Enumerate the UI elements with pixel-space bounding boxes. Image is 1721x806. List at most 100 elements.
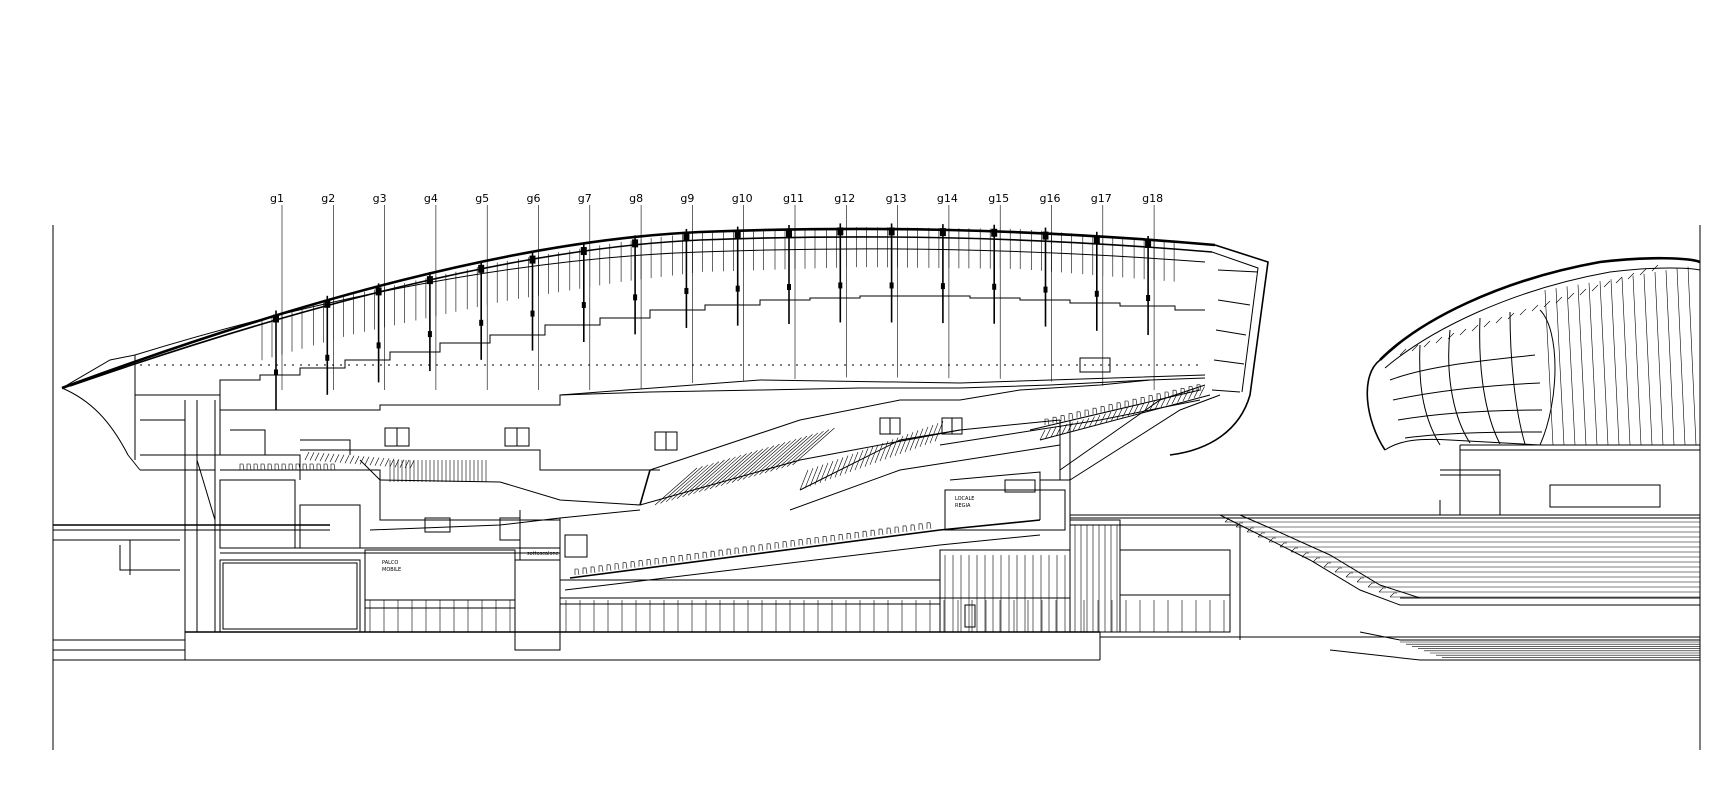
seat-glyph xyxy=(295,463,301,471)
seat-glyph xyxy=(1060,415,1066,422)
arena-rib xyxy=(1577,284,1587,446)
seat-hatch-line xyxy=(844,453,854,474)
arena-rib xyxy=(1495,316,1503,324)
seating-hatching xyxy=(304,386,1205,506)
seat-glyph xyxy=(582,567,588,574)
arena-rib xyxy=(1639,268,1647,276)
lower-level-mullions xyxy=(369,525,1225,632)
grid-axis-label: g4 xyxy=(424,192,438,205)
seat-hatch-line xyxy=(799,469,809,491)
seat-hatch-line xyxy=(894,435,904,456)
truss-node xyxy=(837,227,844,236)
arena-rib xyxy=(1519,308,1527,316)
seat-hatch-line xyxy=(1122,407,1128,418)
seat-hatch-line xyxy=(809,466,819,487)
seat-glyph xyxy=(574,568,580,576)
seat-hatch-line xyxy=(792,427,835,466)
seat-glyph xyxy=(330,463,336,471)
truss-node xyxy=(427,331,432,338)
seat-hatch-line xyxy=(1133,404,1139,415)
arena-rib xyxy=(1687,266,1697,446)
seat-hatch-line xyxy=(1111,410,1117,421)
seat-glyph xyxy=(1140,397,1146,404)
seat-glyph xyxy=(686,554,692,561)
lower-level-rooms xyxy=(219,514,1700,651)
seat-hatch-line xyxy=(1072,420,1079,432)
arena-rib xyxy=(1665,270,1675,446)
seat-glyph xyxy=(1100,406,1106,413)
arena-rib xyxy=(1588,282,1598,446)
seat-hatch-line xyxy=(660,466,703,504)
grid-axis-label: g2 xyxy=(321,192,335,205)
seat-hatch-line xyxy=(715,450,758,488)
truss-node xyxy=(838,282,843,289)
seat-hatch-line xyxy=(731,445,775,483)
seat-glyph xyxy=(288,463,294,471)
seat-glyph xyxy=(862,530,868,538)
truss-node xyxy=(376,342,381,349)
seat-hatch-line xyxy=(786,429,830,467)
frame-lines xyxy=(52,225,1701,750)
roof-truss-posts xyxy=(261,223,1175,410)
seat-hatch-line xyxy=(770,434,813,472)
seat-hatch-line xyxy=(309,452,315,461)
truss-node xyxy=(1042,231,1049,240)
grid-axis-label: g12 xyxy=(834,192,855,205)
seat-glyph xyxy=(910,524,916,531)
arena-rib xyxy=(1543,300,1551,308)
bleacher-outline xyxy=(1219,514,1700,661)
seat-glyph xyxy=(1180,388,1186,395)
note-palco-1: PALCO xyxy=(382,560,398,566)
grid-axis-label: g10 xyxy=(732,192,753,205)
bleacher-seat xyxy=(1378,587,1386,593)
arena-rib xyxy=(1471,324,1479,332)
seat-hatch-line xyxy=(676,461,720,499)
seat-glyph xyxy=(1084,409,1090,417)
seat-glyph xyxy=(638,560,644,567)
arena-rib xyxy=(1567,292,1575,300)
arena-rib xyxy=(1411,344,1419,352)
seat-hatch-line xyxy=(824,460,834,482)
seat-hatch-line xyxy=(709,451,753,490)
seat-glyph xyxy=(854,531,860,539)
seat-hatch-line xyxy=(319,453,325,462)
seat-hatch-line xyxy=(1144,401,1150,412)
bleacher-seat xyxy=(1334,567,1342,573)
note-locale-1: LOCALE xyxy=(955,496,974,502)
arena-rib xyxy=(1566,286,1576,446)
drawing-notes: PALCO MOBILE LOCALE REGIA sottoscalone xyxy=(382,496,974,573)
seat-hatch-line xyxy=(849,451,859,473)
seat-glyph xyxy=(1092,407,1098,415)
seat-glyph xyxy=(678,555,684,562)
seat-glyph xyxy=(902,525,908,532)
truss-node xyxy=(940,283,945,290)
seat-hatch-line xyxy=(874,442,884,464)
seat-hatch-line xyxy=(775,432,819,471)
truss-node xyxy=(479,319,484,326)
arena-rib xyxy=(1544,289,1554,446)
truss-node xyxy=(274,369,278,376)
grid-axis-label: g1 xyxy=(270,192,284,205)
truss-node xyxy=(888,227,895,236)
seat-glyph xyxy=(1116,402,1122,409)
seat-hatch-line xyxy=(671,462,714,501)
seat-glyph xyxy=(870,529,876,537)
bleacher-seat xyxy=(1323,562,1331,568)
seat-glyph xyxy=(1052,416,1058,424)
seat-glyph xyxy=(590,566,596,573)
seat-glyph xyxy=(718,549,724,557)
seat-hatch-line xyxy=(1105,411,1112,423)
truss-node xyxy=(1146,295,1151,302)
seat-hatch-line xyxy=(1193,387,1200,399)
seat-glyph xyxy=(822,536,828,543)
seat-hatch-line xyxy=(1116,408,1123,420)
seat-glyph xyxy=(926,522,932,529)
seat-glyph xyxy=(758,544,764,551)
seat-glyph xyxy=(316,463,322,471)
truss-node xyxy=(786,229,792,238)
seat-hatch-line xyxy=(864,446,874,467)
seat-hatch-line xyxy=(1166,395,1172,406)
seat-hatch-line xyxy=(814,464,824,485)
seat-hatch-line xyxy=(1127,405,1134,417)
